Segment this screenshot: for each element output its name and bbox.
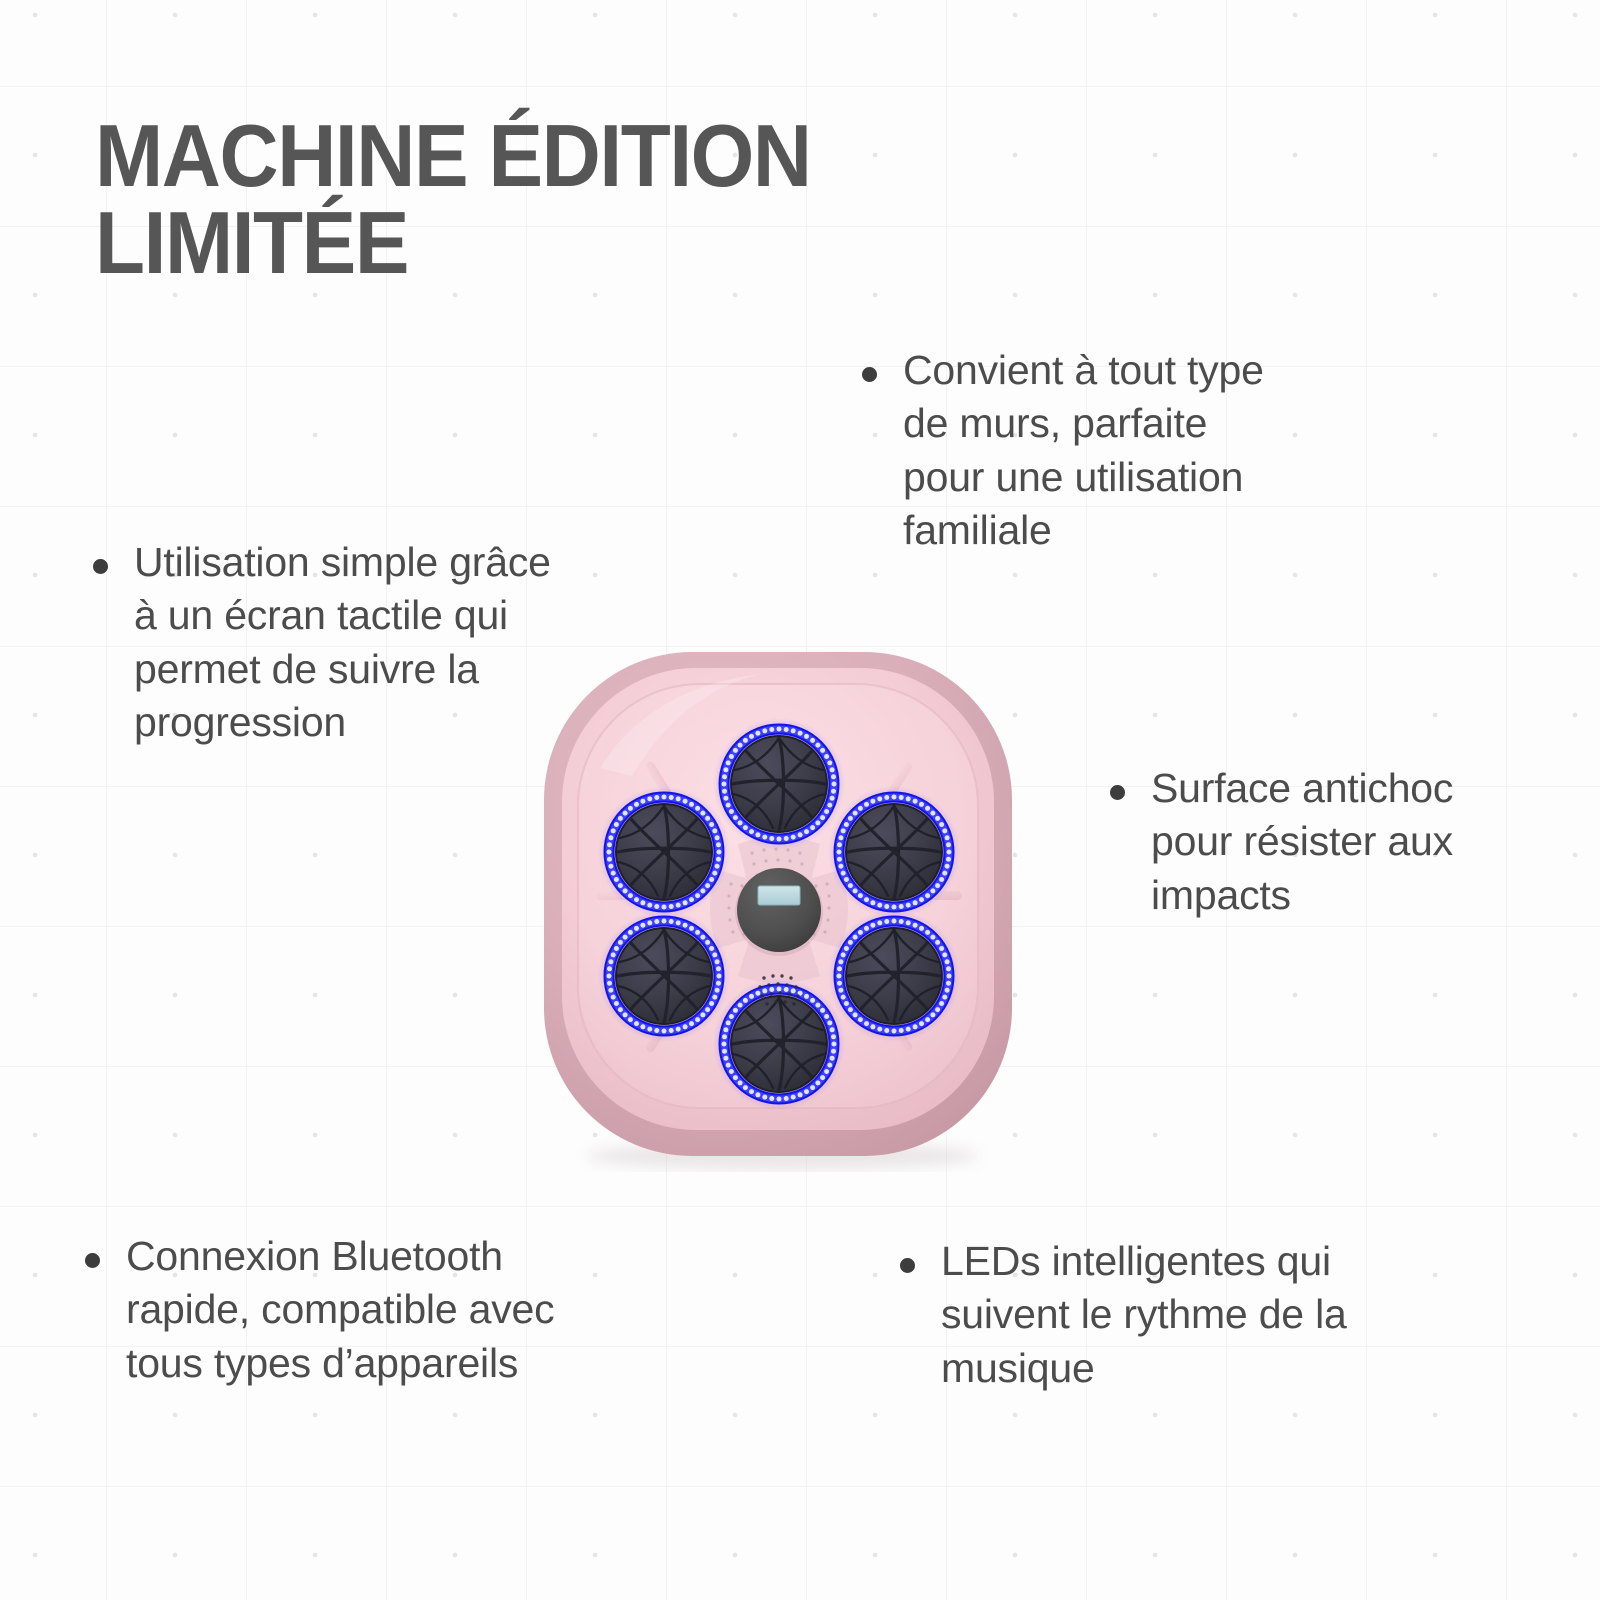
feature-bullet-text: Convient à tout type de murs, parfaite p… (903, 347, 1264, 553)
bullet-dot-icon (862, 367, 877, 382)
led-punch-pad-top-left (598, 786, 730, 918)
feature-bullet-bluetooth: Connexion Bluetooth rapide, compatible a… (85, 1230, 645, 1390)
feature-bullet-touchscreen: Utilisation simple grâce à un écran tact… (93, 536, 623, 749)
product-image-boxing-machine (540, 648, 1018, 1172)
led-punch-pad-bottom-left (598, 910, 730, 1042)
control-module (735, 868, 823, 956)
feature-bullet-leds: LEDs intelligentes qui suivent le rythme… (900, 1235, 1420, 1395)
lcd-display (758, 886, 800, 905)
feature-bullet-text: Utilisation simple grâce à un écran tact… (134, 539, 551, 745)
feature-bullet-antishock: Surface antichoc pour résister aux impac… (1110, 762, 1530, 922)
speaker-grille-icon (758, 974, 800, 1006)
bullet-dot-icon (1110, 785, 1125, 800)
led-punch-pad-bottom-right (828, 910, 960, 1042)
led-punch-pad-top-right (828, 786, 960, 918)
bullet-dot-icon (85, 1253, 100, 1268)
feature-bullet-walls: Convient à tout type de murs, parfaite p… (862, 344, 1332, 557)
led-punch-pad-bottom (713, 978, 845, 1110)
feature-bullet-text: Connexion Bluetooth rapide, compatible a… (126, 1233, 555, 1386)
led-punch-pad-top (713, 718, 845, 850)
bullet-dot-icon (93, 559, 108, 574)
feature-bullet-text: Surface antichoc pour résister aux impac… (1151, 765, 1454, 918)
bullet-dot-icon (900, 1258, 915, 1273)
feature-bullet-text: LEDs intelligentes qui suivent le rythme… (941, 1238, 1347, 1391)
page-title: MACHINE ÉDITION LIMITÉE (95, 106, 812, 293)
